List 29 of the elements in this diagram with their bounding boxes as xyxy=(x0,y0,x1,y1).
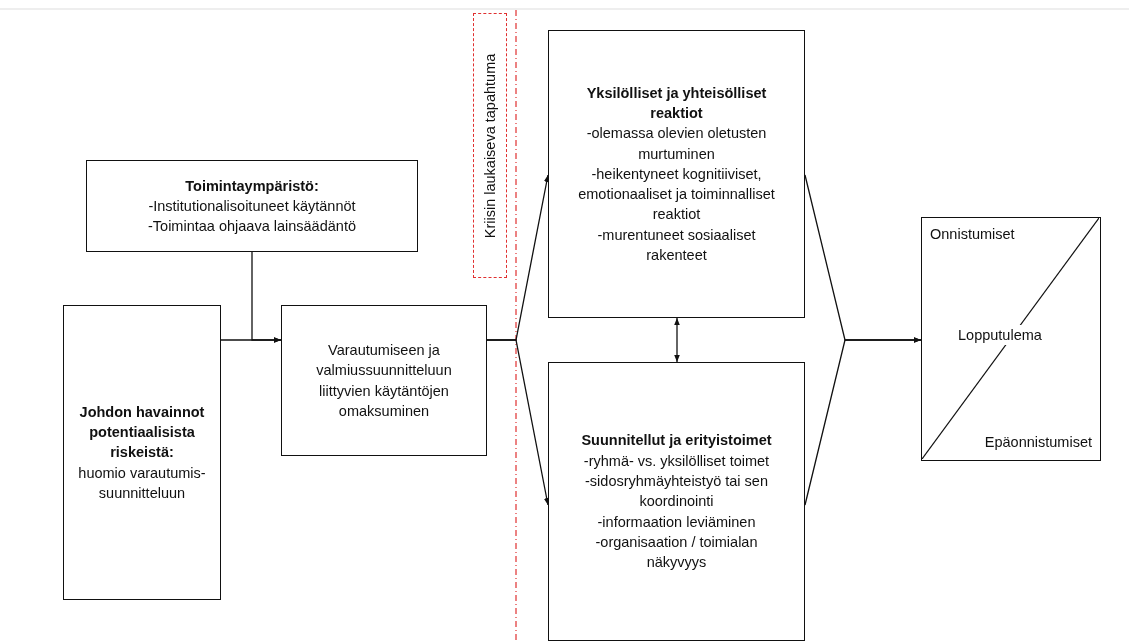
box-text: -Institutionalisoituneet käytännöt xyxy=(148,196,356,216)
box-text: -ryhmä- vs. yksilölliset toimet xyxy=(583,451,770,471)
success-label: Onnistumiset xyxy=(930,225,1015,244)
event-label: Kriisin laukaiseva tapahtuma xyxy=(480,53,499,238)
box-heading: Yksilölliset ja yhteisölliset reaktiot xyxy=(585,83,768,123)
arrow xyxy=(220,337,282,343)
box-text: huomio varautumis- suunnitteluun xyxy=(77,463,207,503)
box-heading: Toimintaympäristö: xyxy=(185,176,319,196)
event-label-box xyxy=(473,13,507,278)
box-text: Varautumiseen ja valmiussuunnitteluun liittyvien käytäntöjen omaksuminen xyxy=(315,340,453,421)
process-box xyxy=(281,305,487,456)
box-text: -informaation leviäminen xyxy=(597,512,756,532)
box-heading: Johdon havainnot potentiaalisista riskeistä: xyxy=(78,402,206,463)
arrow xyxy=(674,317,680,363)
box-text: -olemassa olevien oletusten murtuminen xyxy=(585,124,768,164)
box-text: -murentuneet sosiaaliset rakenteet xyxy=(596,225,757,266)
arrow xyxy=(486,339,550,506)
process-box xyxy=(63,305,221,600)
outcome-label: Lopputulema xyxy=(956,325,1044,346)
process-box xyxy=(548,30,805,318)
process-box xyxy=(86,160,418,252)
failure-label: Epäonnistumiset xyxy=(984,432,1092,452)
process-box xyxy=(548,362,805,641)
box-text: -sidosryhmäyhteistyö tai sen koordinointi xyxy=(584,472,769,512)
arrow xyxy=(804,337,922,506)
box-text: -Toimintaa ohjaava lainsäädäntö xyxy=(148,217,356,237)
box-text: -heikentyneet kognitiiviset, emotionaaliset ja toiminnalliset reaktiot xyxy=(577,164,776,225)
box-heading: Suunnitellut ja erityistoimet xyxy=(581,431,772,451)
box-text: -organisaation / toimialan näkyvyys xyxy=(594,532,759,573)
